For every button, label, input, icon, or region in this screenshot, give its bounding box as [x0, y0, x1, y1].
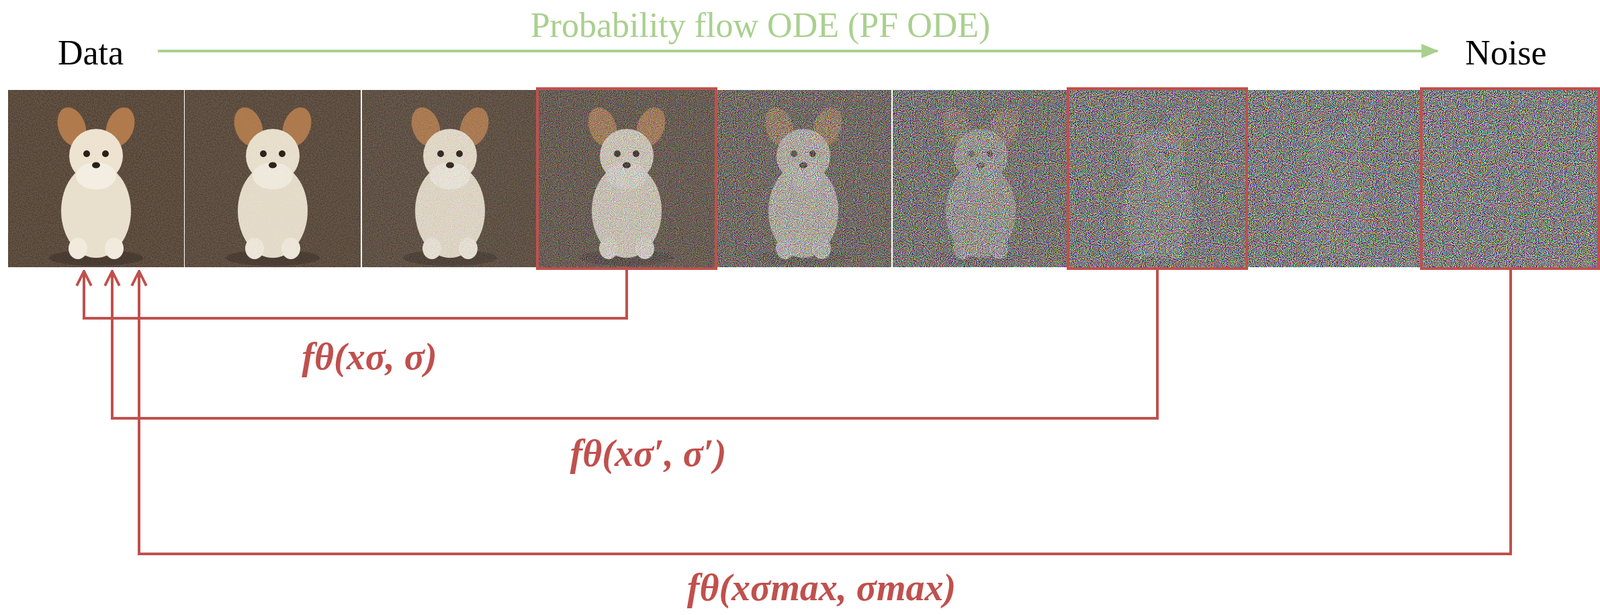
axis-end-label: Data — [57, 33, 124, 72]
axis-end-label: Noise — [1464, 33, 1547, 72]
mapping-arrows — [83, 268, 1511, 555]
function-label: fθ(xσmax, σmax) — [687, 567, 957, 610]
process-label: Probability flow ODE (PF ODE) — [530, 6, 991, 45]
highlight-boxes — [537, 88, 1599, 269]
function-label: fθ(xσ′, σ′) — [570, 433, 727, 475]
image-panels — [8, 90, 1599, 268]
function-label: fθ(xσ, σ) — [301, 336, 437, 379]
pf-ode-arrow — [157, 49, 1438, 53]
